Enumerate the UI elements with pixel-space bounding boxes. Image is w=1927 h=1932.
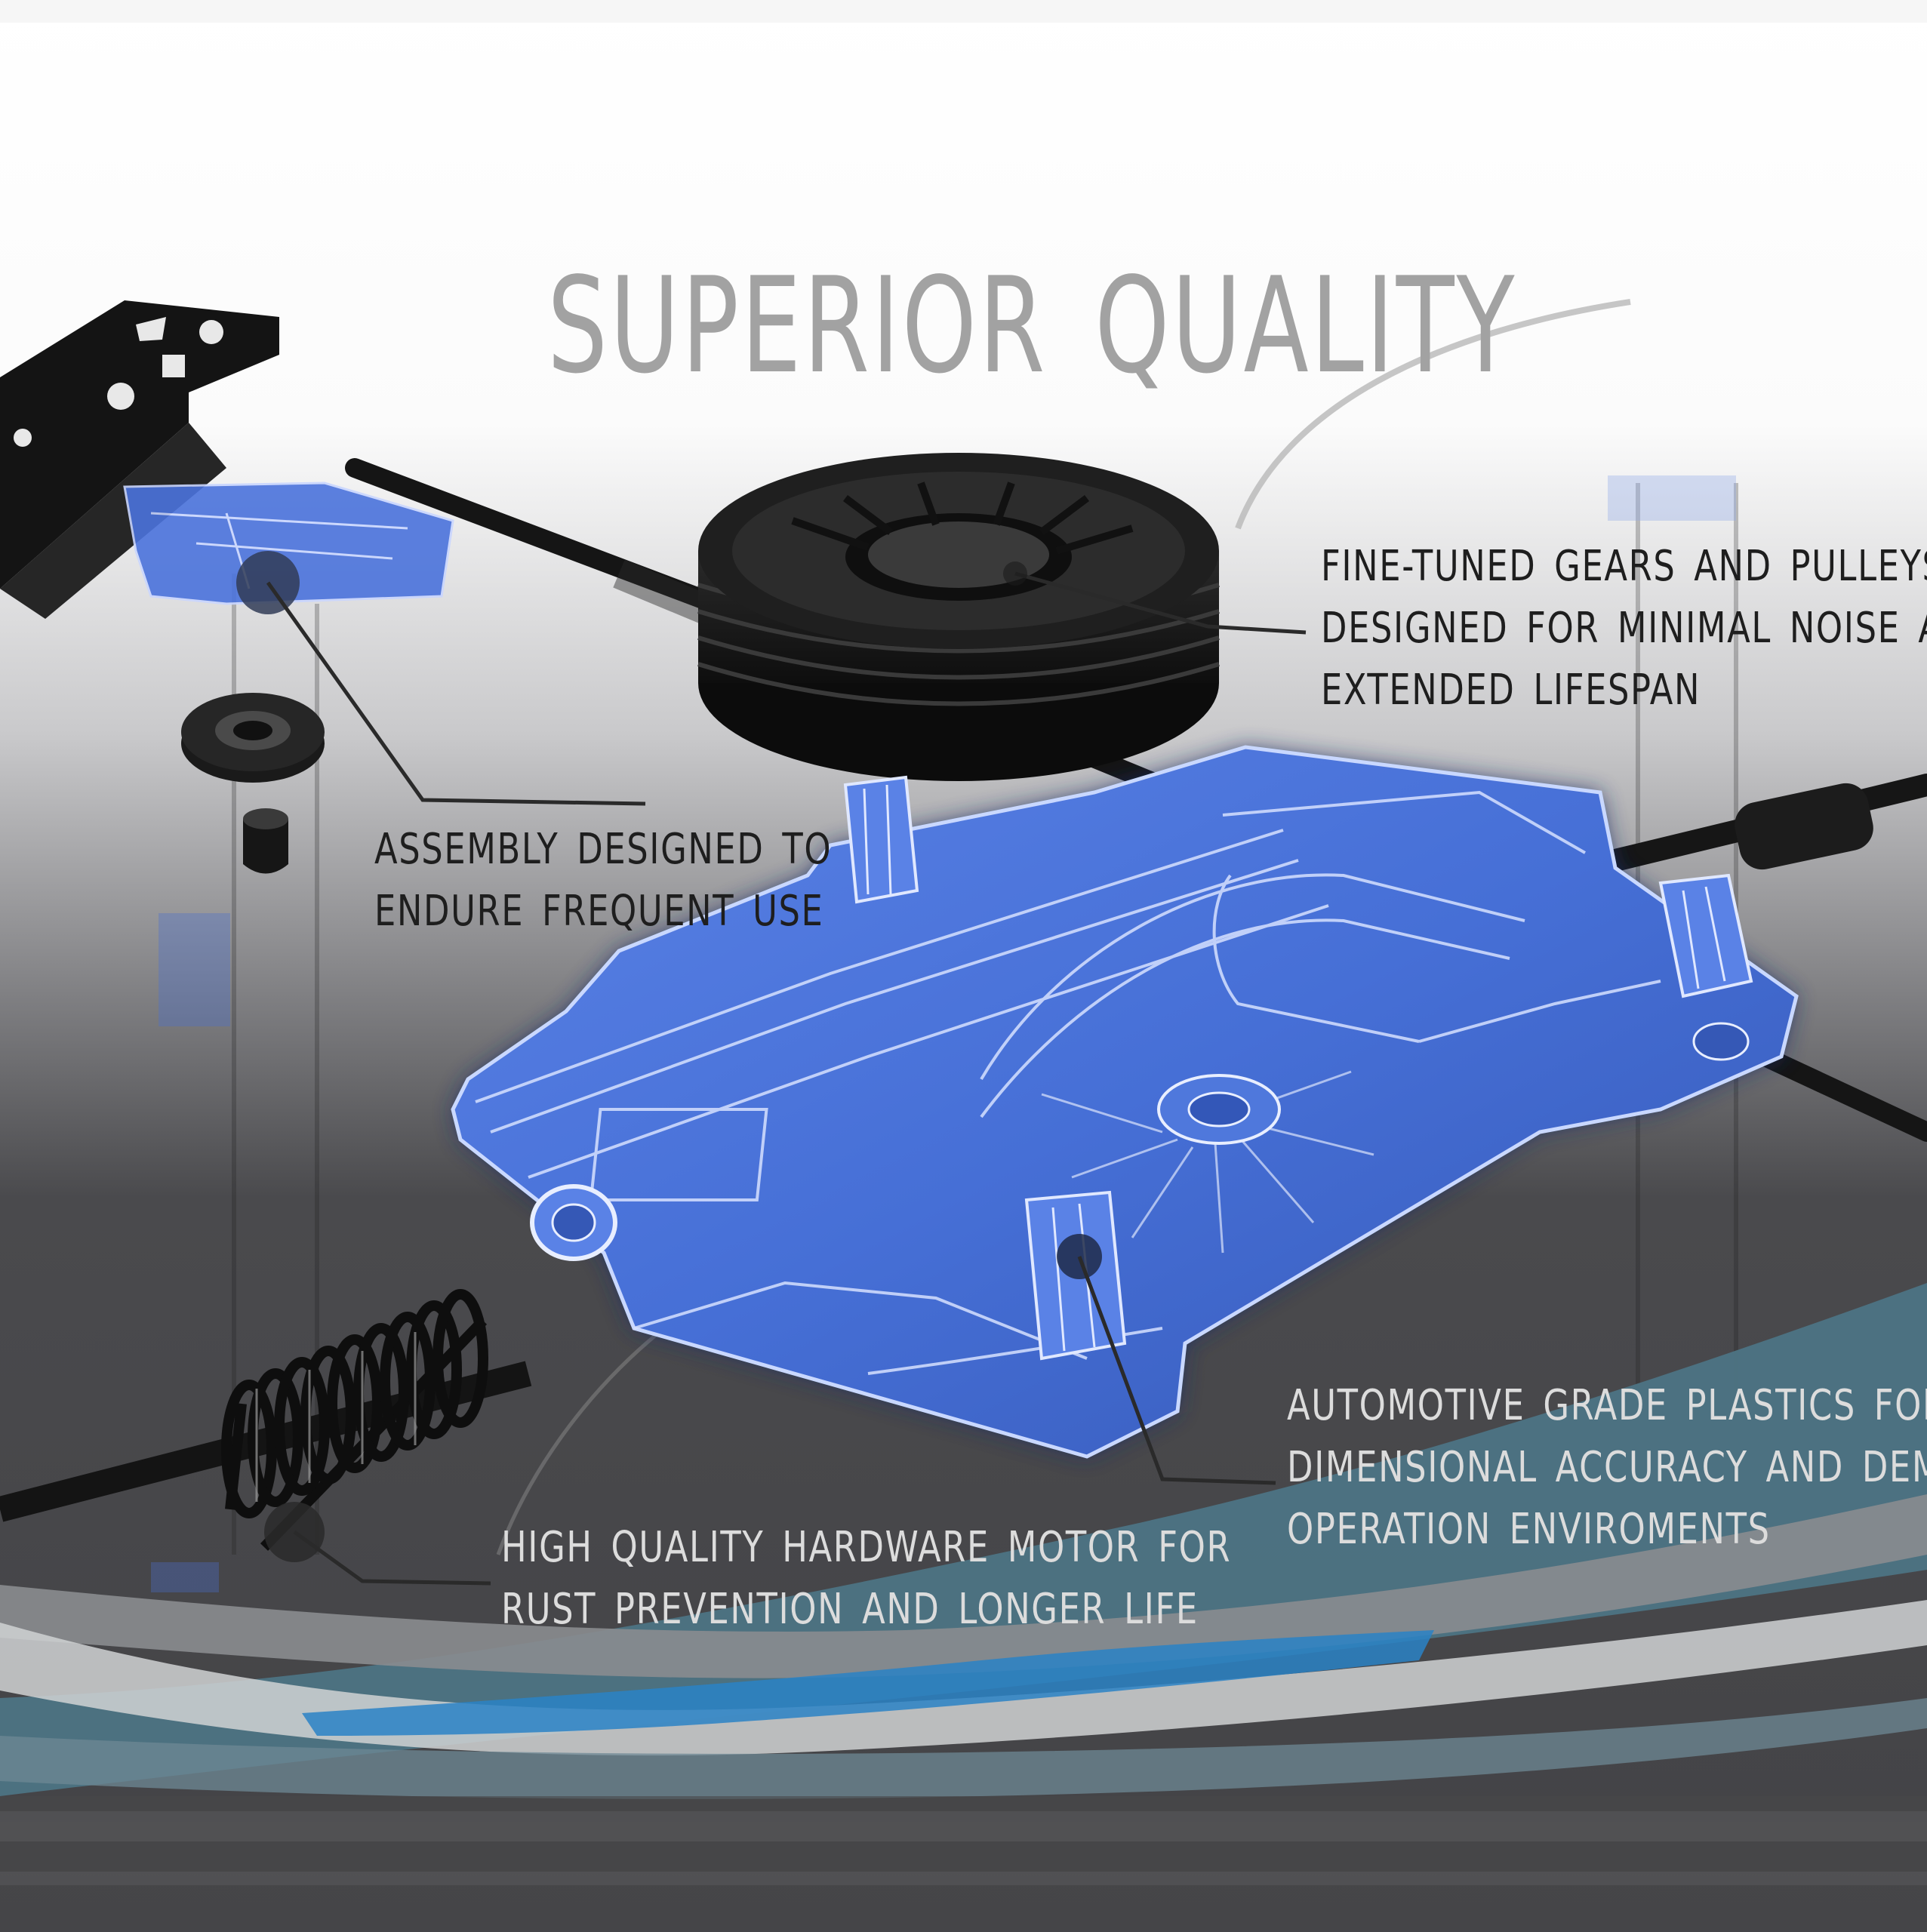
callout-line: DESIGNED FOR MINIMAL NOISE AND: [1321, 604, 1927, 653]
guide-pulley: [181, 693, 325, 783]
page-title: SUPERIOR QUALITY: [547, 250, 1517, 403]
background-arc: [1235, 299, 1631, 530]
spring: [221, 1289, 488, 1551]
housing-post-right: [1658, 873, 1753, 998]
callout-gears-pulleys: FINE-TUNED GEARS AND PULLEYS DESIGNED FO…: [1321, 536, 1927, 721]
callout-line: FINE-TUNED GEARS AND PULLEYS: [1321, 542, 1927, 591]
callout-line: ENDURE FREQUENT USE: [374, 887, 824, 936]
callout-plastics: AUTOMOTIVE GRADE PLASTICS FOR DIMENSIONA…: [1287, 1375, 1927, 1561]
callout-line: EXTENDED LIFESPAN: [1321, 666, 1701, 715]
callout-line: ASSEMBLY DESIGNED TO: [374, 825, 833, 874]
callout-motor: HIGH QUALITY HARDWARE MOTOR FOR RUST PRE…: [501, 1517, 1231, 1641]
pulley-drum: [697, 453, 1220, 781]
callout-line: AUTOMOTIVE GRADE PLASTICS FOR: [1287, 1381, 1927, 1430]
spring-highlights: [255, 1332, 417, 1502]
leader-dots: [1003, 561, 1027, 586]
leader-motor: [293, 1530, 491, 1586]
callout-assembly: ASSEMBLY DESIGNED TO ENDURE FREQUENT USE: [374, 819, 832, 943]
bottom-waves: [0, 1283, 1927, 1932]
leader-lines: [266, 571, 1307, 1586]
background-blue-parts: [151, 475, 1736, 1592]
callout-line: DIMENSIONAL ACCURACY AND DEMANDING: [1287, 1443, 1927, 1492]
tread-texture: [0, 1811, 1927, 1885]
top-edge: [0, 0, 1927, 23]
housing-post-left: [843, 775, 919, 904]
leader-gears: [1014, 571, 1307, 635]
callout-line: RUST PREVENTION AND LONGER LIFE: [501, 1585, 1199, 1634]
grommet: [243, 808, 288, 874]
cable-connector: [1735, 783, 1873, 870]
bracket-top-left: [0, 300, 279, 619]
leader-plastics: [1077, 1256, 1276, 1485]
callout-line: HIGH QUALITY HARDWARE MOTOR FOR: [501, 1523, 1232, 1572]
background-arc-lower: [496, 1327, 666, 1555]
callout-line: OPERATION ENVIROMENTS: [1287, 1505, 1771, 1554]
leader-assembly: [266, 581, 646, 806]
regulator-housing: [451, 745, 1799, 1459]
